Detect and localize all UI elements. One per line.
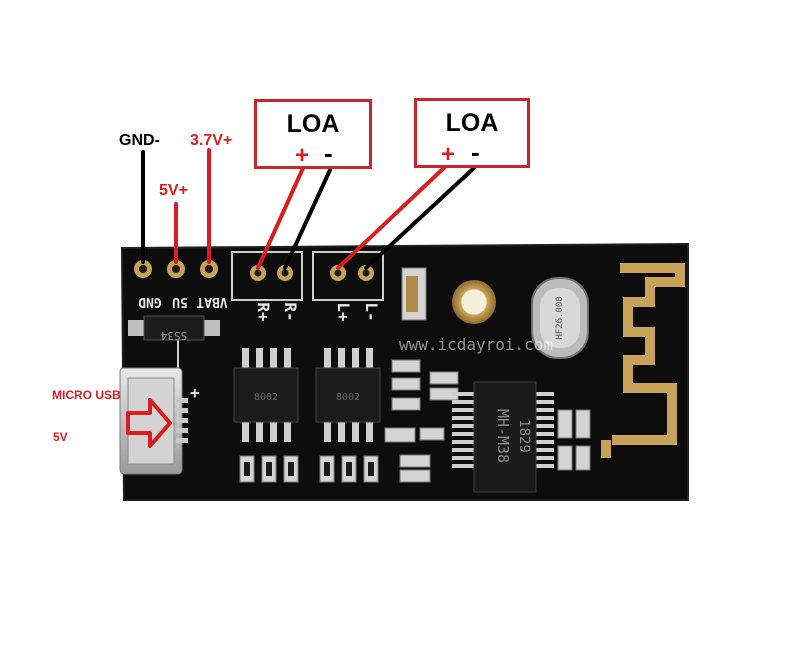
silk-r-plus: R+ [254, 302, 273, 322]
label-3v7: 3.7V+ [190, 132, 233, 149]
speaker-minus: - [471, 137, 480, 167]
micro-usb-port [119, 367, 188, 475]
ic-left-label: 8002 [254, 392, 278, 403]
line-r-minus [283, 168, 332, 270]
amp-ic-right: 8002 [315, 348, 381, 442]
crystal-label: HF26.000 [555, 296, 565, 339]
speaker-title: LOA [445, 109, 499, 137]
crystal: HF26.000 [531, 277, 589, 359]
amp-ic-left: 8002 [233, 348, 299, 442]
speaker-plus: + [295, 142, 310, 169]
silk-l-plus: L+ [334, 302, 353, 322]
label-micro-usb: MICRO USB [52, 388, 121, 402]
line-r-plus [256, 164, 306, 270]
speaker-pads [250, 265, 374, 281]
leader-lines [141, 148, 476, 270]
smd-components [239, 267, 591, 483]
silk-vbat: VBAT [196, 294, 227, 309]
watermark: www.icdayroi.com [399, 335, 553, 354]
ic-right-label: 8002 [336, 392, 360, 403]
silk-l-minus: L- [362, 302, 381, 321]
usb-arrow [126, 398, 172, 448]
silk-5u: 5U [172, 294, 188, 309]
speaker-minus: - [324, 138, 333, 168]
label-5v: 5V+ [159, 182, 188, 199]
diode-ss34: SS34 [128, 315, 220, 342]
main-chip-mh-m38: MH-M38 1829 [452, 381, 554, 493]
silk-r-minus: R- [281, 302, 300, 321]
main-chip-label-1: MH-M38 [494, 409, 512, 463]
silk-gnd: GND [138, 294, 162, 309]
main-chip-label-2: 1829 [516, 419, 532, 453]
pcb-antenna [612, 263, 685, 445]
speaker-box-left: LOA + - [414, 98, 530, 168]
power-header [134, 260, 218, 278]
plus-mark: + [190, 383, 200, 402]
speaker-box-right: LOA + - [254, 99, 372, 169]
speaker-plus: + [441, 141, 456, 168]
diode-label: SS34 [160, 329, 187, 342]
line-l-plus [336, 164, 448, 270]
speaker-title: LOA [286, 110, 340, 138]
line-l-minus [364, 166, 476, 270]
label-gnd: GND- [119, 132, 160, 149]
label-usb-5v: 5V [53, 430, 68, 444]
